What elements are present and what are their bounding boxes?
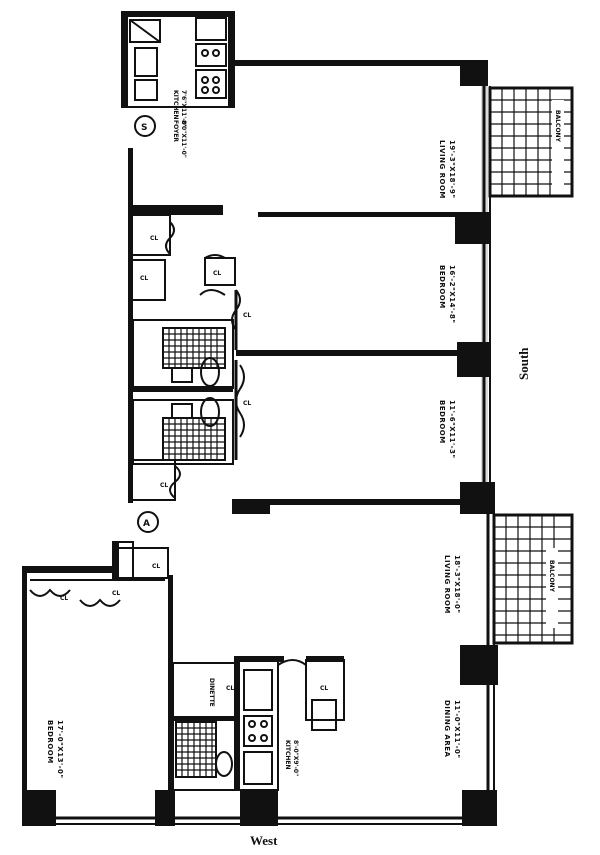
svg-text:CL: CL	[152, 563, 160, 570]
bathrooms-upper	[132, 319, 234, 465]
bedroom1-name: BEDROOM	[438, 265, 446, 309]
svg-text:CL: CL	[243, 400, 251, 407]
unit-marker-a: A	[137, 511, 159, 533]
upper-kitchen: KITCHEN 7'6"X11'-0"	[121, 11, 235, 128]
bedroom-name-lower: BEDROOM	[46, 720, 54, 764]
kitchen-dims-lower: 8'-0"X9'-0"	[292, 740, 299, 776]
kitchen-name-upper: KITCHEN	[172, 90, 179, 120]
lower-kitchen: CL KITCHEN 8'-0"X9'-0"	[234, 656, 345, 791]
svg-text:CL: CL	[243, 312, 251, 319]
kitchen-name-lower: KITCHEN	[284, 740, 291, 770]
bedroom2-dims: 11'-6"X11'-3"	[448, 400, 456, 459]
svg-text:CL: CL	[150, 235, 158, 242]
svg-text:CL: CL	[140, 275, 148, 282]
dining-name: DINING AREA	[443, 700, 451, 758]
svg-text:DINETTE: DINETTE	[208, 678, 215, 707]
bathroom-lower: DINETTE CL	[172, 662, 239, 791]
svg-text:CL: CL	[160, 482, 168, 489]
bedroom1-dims: 16'-2"X14'-8"	[448, 265, 456, 324]
svg-text:CL: CL	[226, 685, 234, 692]
living-name-lower: LIVING ROOM	[443, 555, 451, 614]
svg-text:S: S	[141, 123, 147, 133]
living-dims-upper: 19'-3"X18'-9"	[448, 140, 456, 199]
closets-upper: CL CL CL CL CL CL	[133, 214, 251, 501]
compass-west: West	[250, 833, 278, 848]
balcony-upper: BALCONY	[488, 86, 574, 198]
svg-text:CL: CL	[60, 595, 68, 602]
foyer-name: FOYER	[172, 120, 179, 142]
balcony-lower: BALCONY	[492, 513, 574, 645]
svg-text:A: A	[143, 519, 150, 529]
svg-text:CL: CL	[320, 685, 328, 692]
bedroom-dims-lower: 17'-0"X13'-0"	[56, 720, 64, 779]
kitchen-dims-upper: 7'6"X11'-0"	[180, 90, 187, 128]
svg-text:CL: CL	[213, 270, 221, 277]
compass-south: South	[516, 347, 531, 380]
closets-lower: CL CL	[29, 579, 165, 607]
bedroom2-name: BEDROOM	[438, 400, 446, 444]
unit-marker-s: S	[134, 115, 156, 137]
svg-text:CL: CL	[112, 590, 120, 597]
living-name-upper: LIVING ROOM	[438, 140, 446, 199]
living-dims-lower: 18'-3"X18'-0"	[453, 555, 461, 614]
balcony-label-upper: BALCONY	[554, 110, 561, 143]
balcony-label-lower: BALCONY	[548, 560, 555, 593]
foyer-dims: 8'0"X11'-0"	[180, 120, 187, 158]
dining-dims: 11'-0"X11'-0"	[453, 700, 461, 759]
